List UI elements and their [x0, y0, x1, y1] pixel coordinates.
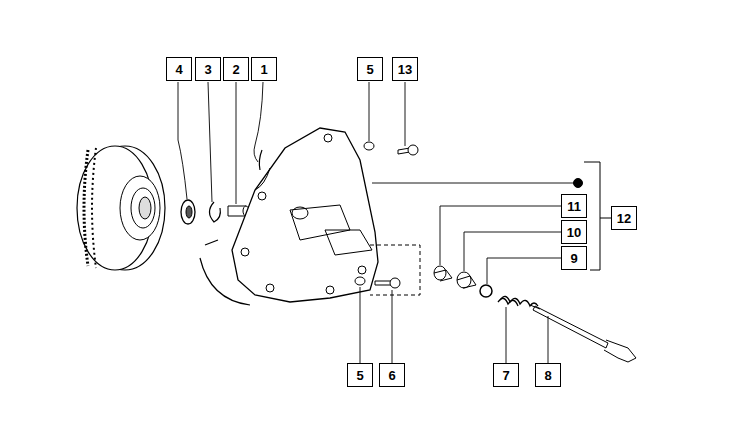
bullet-dot [574, 179, 583, 188]
callout-number: 1 [260, 63, 267, 76]
callout-number: 6 [388, 369, 395, 382]
clutch-cover [232, 128, 420, 302]
callout-number: 13 [398, 63, 412, 76]
callout-number: 11 [567, 200, 581, 213]
callout-number: 3 [204, 63, 211, 76]
callout-box: 1 [251, 57, 277, 81]
clutch-drum [77, 146, 165, 270]
callout-box: 2 [223, 57, 249, 81]
callout-number: 2 [232, 63, 239, 76]
callout-box: 11 [561, 194, 587, 218]
group-bracket [584, 162, 611, 270]
callout-number: 7 [502, 369, 509, 382]
callout-box: 12 [611, 206, 637, 230]
callout-box: 4 [166, 57, 192, 81]
callout-number: 12 [617, 212, 631, 225]
callout-box: 6 [379, 363, 405, 387]
callout-box: 9 [561, 246, 587, 270]
callout-box: 5 [357, 57, 383, 81]
callout-number: 5 [356, 369, 363, 382]
callout-number: 8 [544, 369, 551, 382]
callout-box: 10 [561, 220, 587, 244]
callout-box: 13 [392, 57, 418, 81]
callout-box: 5 [347, 363, 373, 387]
callout-number: 5 [366, 63, 373, 76]
leader-line [178, 82, 575, 363]
callout-box: 3 [195, 57, 221, 81]
callout-box: 8 [535, 363, 561, 387]
callout-number: 10 [567, 226, 581, 239]
callout-number: 9 [570, 252, 577, 265]
callout-number: 4 [175, 63, 182, 76]
kickstart-shaft [530, 305, 636, 362]
callout-box: 7 [493, 363, 519, 387]
